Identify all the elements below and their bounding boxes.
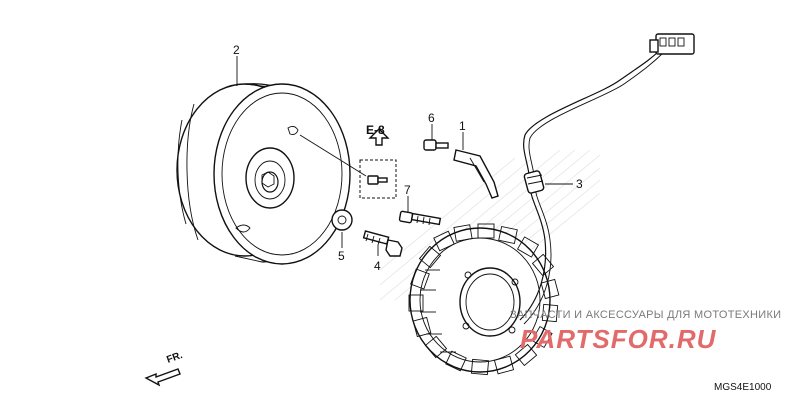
reference-box (359, 128, 397, 199)
diagram-code: MGS4E1000 (714, 382, 772, 393)
callout-2: 2 (233, 43, 240, 57)
flywheel-rotor (176, 83, 351, 265)
callout-7: 7 (404, 183, 411, 197)
leader-lines (236, 56, 573, 256)
reference-label: E-8 (366, 123, 385, 137)
wire-harness (519, 33, 695, 325)
front-label: FR. (165, 350, 184, 366)
callout-3: 3 (576, 177, 583, 191)
watermark-brand: PARTSFOR.RU (520, 324, 717, 354)
front-direction-indicator: FR. (144, 350, 184, 387)
bolt-7 (398, 210, 442, 226)
watermark-tagline: ЗАПЧАСТИ И АКСЕССУАРЫ ДЛЯ МОТОТЕХНИКИ (510, 309, 781, 321)
up-arrow-icon (368, 128, 390, 146)
callout-1: 1 (459, 119, 466, 133)
stator-coil (408, 223, 560, 376)
callout-4: 4 (374, 259, 381, 273)
callout-6: 6 (428, 111, 435, 125)
callout-5: 5 (338, 249, 345, 263)
flywheel-bolt-4 (362, 230, 403, 257)
front-arrow-icon (144, 368, 181, 387)
bolt-6 (423, 139, 449, 151)
washer-5 (331, 209, 353, 231)
wire-clamp-bracket (453, 149, 499, 199)
